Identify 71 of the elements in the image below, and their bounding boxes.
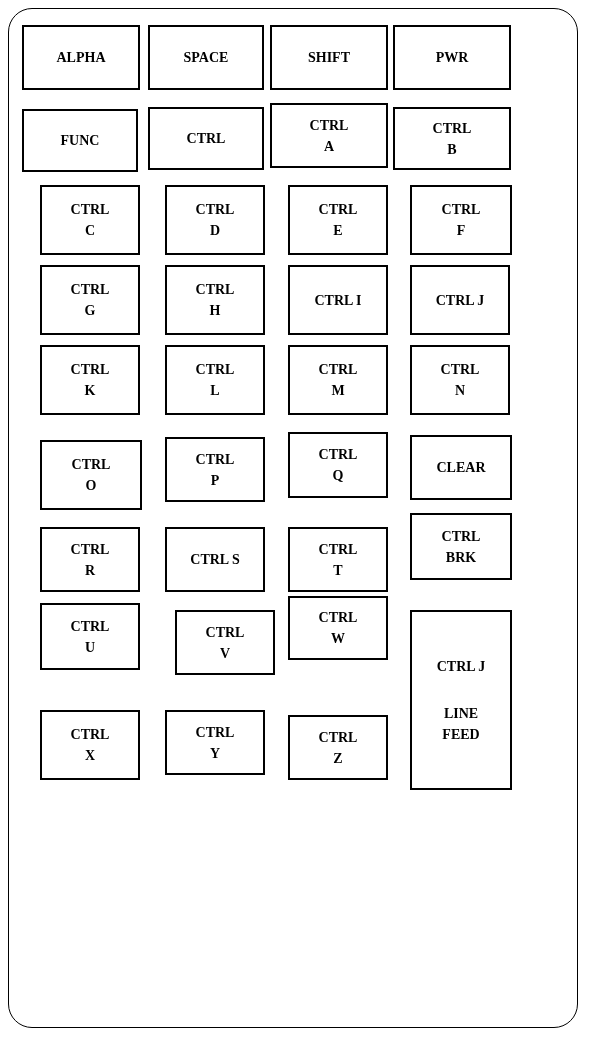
key-label: CTRL A (308, 116, 350, 156)
key-label: CTRL E (317, 201, 359, 240)
key-button (288, 715, 388, 780)
key-label: CTRL I (313, 291, 363, 310)
key-button (165, 437, 265, 502)
key-button (148, 107, 264, 170)
key-button (410, 610, 512, 790)
key-button (165, 265, 265, 335)
key-label: PWR (434, 49, 470, 67)
key-label: CTRL W (317, 609, 359, 648)
key-label: CTRL R (69, 540, 111, 580)
key-label: FUNC (59, 132, 101, 150)
key-button (40, 345, 140, 415)
key-label: CTRL Z (317, 728, 359, 768)
key-label: SPACE (182, 49, 230, 67)
key-button (288, 345, 388, 415)
key-label: ALPHA (56, 49, 106, 67)
key-label: CTRL V (204, 623, 246, 663)
key-label: CTRL K (69, 361, 111, 400)
key-label: CTRL L (194, 361, 236, 400)
key-label: CTRL T (317, 540, 359, 580)
key-button (175, 610, 275, 675)
key-button (40, 265, 140, 335)
key-button (288, 185, 388, 255)
key-label: CTRL P (194, 450, 236, 490)
key-label: CTRL G (69, 281, 111, 320)
key-button (165, 527, 265, 592)
key-button (165, 710, 265, 775)
key-button (270, 103, 388, 168)
key-button (410, 435, 512, 500)
key-label: CTRL F (440, 201, 482, 240)
key-button (410, 345, 510, 415)
key-button (288, 265, 388, 335)
key-button (148, 25, 264, 90)
key-button (40, 527, 140, 592)
key-label: CTRL X (69, 726, 111, 765)
key-button (288, 596, 388, 660)
key-button (410, 185, 512, 255)
key-label: CTRL U (69, 617, 111, 657)
key-button (165, 185, 265, 255)
key-button (270, 25, 388, 90)
key-label: CTRL Q (317, 446, 359, 485)
key-button (22, 25, 140, 90)
key-button (40, 603, 140, 670)
key-label: CLEAR (436, 459, 486, 477)
key-label: CTRL BRK (440, 527, 482, 567)
key-label: CTRL B (431, 119, 473, 159)
key-button (40, 185, 140, 255)
key-label: CTRL S (190, 551, 240, 569)
key-label: SHIFT (307, 49, 351, 67)
key-button (410, 513, 512, 580)
key-label: CTRL C (69, 201, 111, 240)
key-button (165, 345, 265, 415)
key-button (288, 432, 388, 498)
key-label: CTRL D (194, 201, 236, 240)
key-button (288, 527, 388, 592)
key-button (410, 265, 510, 335)
key-label: CTRL Y (194, 723, 236, 763)
key-button (22, 109, 138, 172)
key-button (40, 440, 142, 510)
key-label: CTRL H (194, 281, 236, 320)
key-button (393, 25, 511, 90)
key-label: CTRL N (439, 361, 481, 400)
key-label: LINE FEED (441, 704, 481, 744)
key-button (40, 710, 140, 780)
key-label: CTRL O (70, 456, 112, 495)
key-label: CTRL M (317, 361, 359, 400)
key-label: CTRL J (436, 657, 486, 676)
key-label: CTRL J (435, 291, 485, 310)
key-label: CTRL (185, 130, 227, 148)
key-button (393, 107, 511, 170)
